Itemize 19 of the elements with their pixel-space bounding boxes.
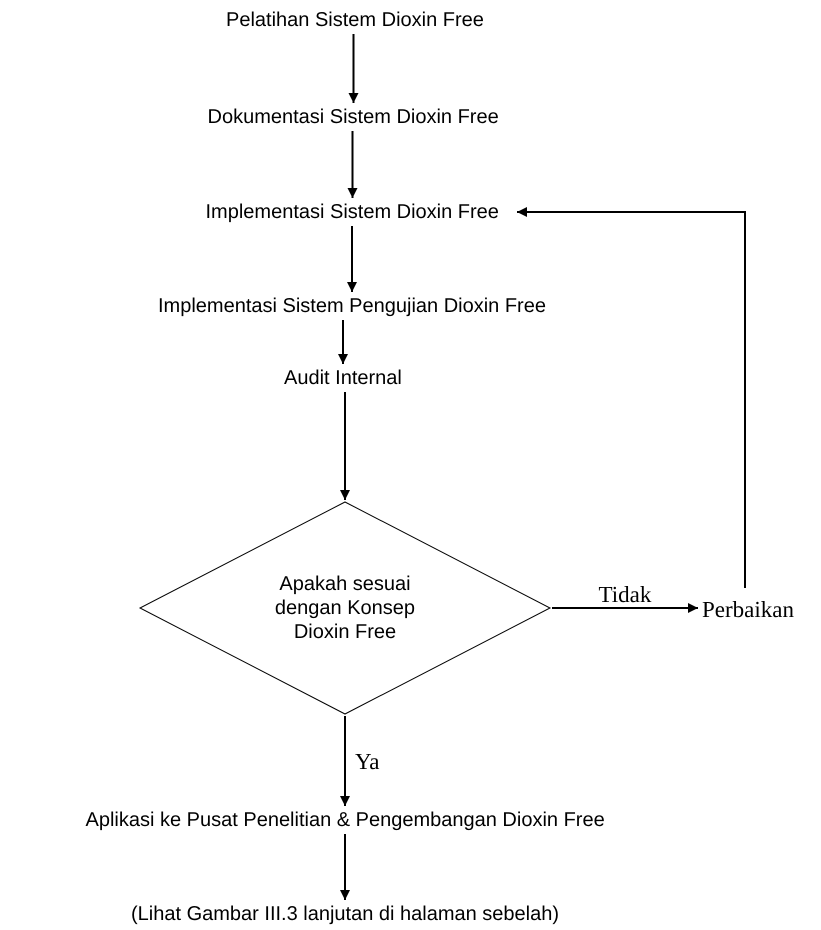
arrow — [340, 716, 350, 806]
arrow — [340, 392, 350, 500]
step-text: Dokumentasi Sistem Dioxin Free — [208, 105, 499, 129]
decision-text: Apakah sesuai dengan Konsep Dioxin Free — [274, 572, 416, 644]
step-text: Implementasi Sistem Dioxin Free — [206, 200, 499, 224]
step-text: Implementasi Sistem Pengujian Dioxin Free — [158, 294, 546, 318]
step-text: Perbaikan — [702, 596, 794, 624]
arrow — [338, 320, 348, 364]
step-text: Aplikasi ke Pusat Penelitian & Pengembangan Dioxin Free — [86, 808, 605, 832]
arrow — [552, 603, 698, 613]
decision-diamond — [140, 502, 550, 714]
arrow — [517, 207, 746, 588]
step-text: Pelatihan Sistem Dioxin Free — [226, 8, 484, 32]
arrow — [347, 226, 357, 292]
arrow — [348, 34, 358, 103]
arrow — [348, 131, 358, 198]
step-text: Audit Internal — [284, 366, 402, 390]
arrow — [340, 834, 350, 900]
step-text: (Lihat Gambar III.3 lanjutan di halaman sebelah) — [131, 902, 560, 926]
